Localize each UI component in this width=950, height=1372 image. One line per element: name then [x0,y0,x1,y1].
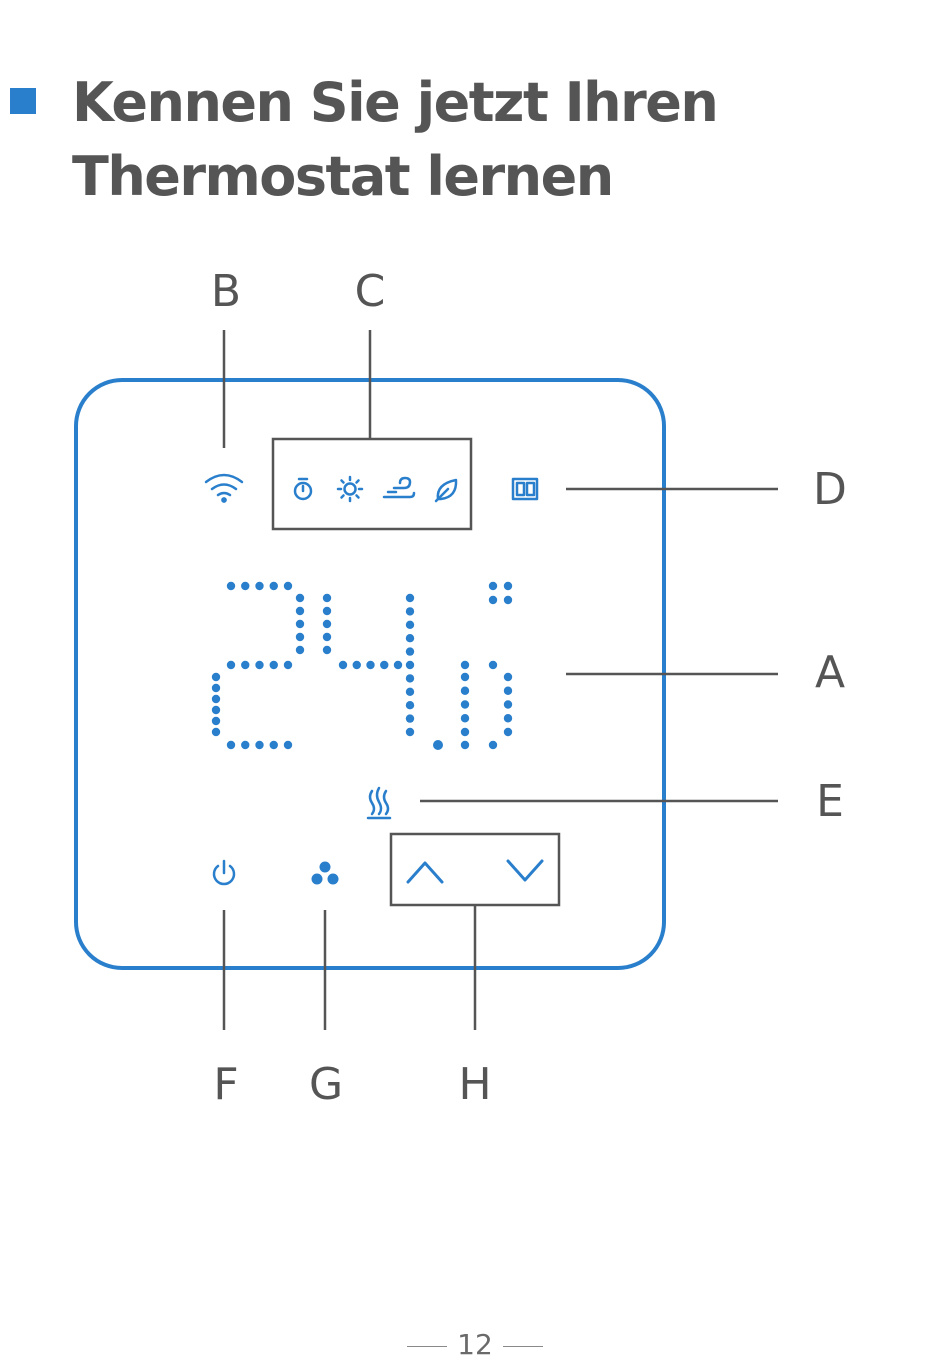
page-number-dash-right [503,1346,543,1347]
callout-G: G [296,1063,356,1107]
page-number: 12 [0,1328,950,1361]
callout-F: F [196,1063,256,1107]
window-icon [513,479,537,499]
heating-icon [368,788,390,818]
fan-icon [312,862,339,885]
page-number-dash-left [407,1346,447,1347]
wifi-icon [206,475,242,502]
leaf-icon [436,480,456,501]
chevron-down-icon [508,861,542,880]
timer-icon [295,479,311,499]
wind-icon [384,478,414,497]
callout-A: A [800,651,860,695]
callout-D: D [800,468,860,512]
power-icon [214,861,234,884]
temperature-display [212,582,512,750]
chevron-up-icon [408,863,442,882]
callout-H: H [445,1063,505,1107]
callout-C: C [340,270,400,314]
sun-icon [338,477,362,501]
callout-B: B [196,270,256,314]
callout-E: E [800,780,860,824]
page-number-value: 12 [457,1328,493,1361]
